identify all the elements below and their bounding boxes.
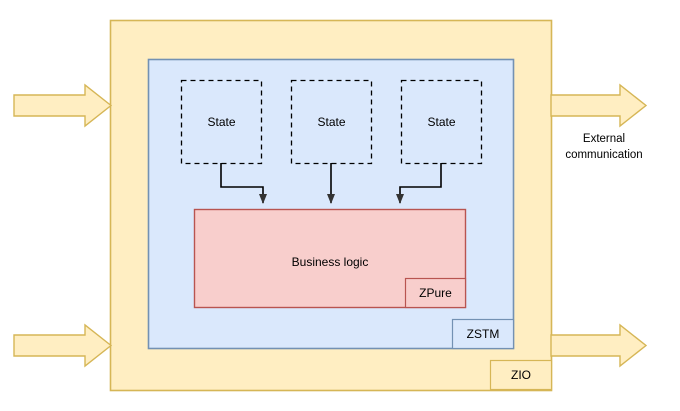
state-box-1-label: State xyxy=(207,115,235,129)
outbound-arrow-bottom xyxy=(550,323,648,368)
zio-badge-box[interactable] xyxy=(489,359,553,391)
connector-state-1-to-business-logic xyxy=(220,163,267,204)
zstm-badge-box[interactable] xyxy=(451,318,515,350)
state-box-2-label: State xyxy=(317,115,345,129)
external-communication-label-line1: External xyxy=(583,133,625,145)
zpure-badge-label: ZPure xyxy=(419,286,452,300)
state-box-3-label: State xyxy=(427,115,455,129)
outbound-arrow-top xyxy=(550,83,648,128)
zstm-badge-label: ZSTM xyxy=(467,327,500,341)
connector-state-3-to-business-logic xyxy=(396,163,442,204)
external-communication-label-line2: communication xyxy=(565,149,642,161)
zio-badge-label: ZIO xyxy=(511,368,531,382)
inbound-arrow-top xyxy=(13,83,113,128)
zpure-badge-box[interactable] xyxy=(404,277,467,309)
inbound-arrow-bottom xyxy=(13,323,113,368)
business-logic-label: Business logic xyxy=(292,255,369,269)
